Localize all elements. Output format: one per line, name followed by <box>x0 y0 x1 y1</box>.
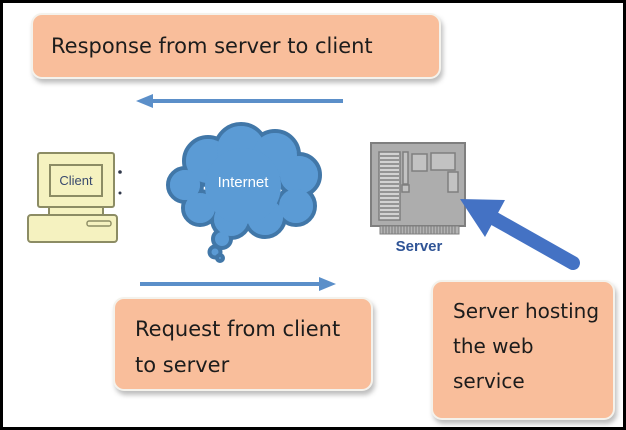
hosting-callout-line2: the web <box>453 334 534 358</box>
request-arrow-icon <box>140 277 336 291</box>
internet-cloud-icon: Internet <box>166 122 322 263</box>
pointer-arrow-icon <box>460 199 580 270</box>
server-pin-lines <box>382 226 456 234</box>
response-callout: Response from server to client <box>31 13 441 79</box>
diagram-scene: Client <box>27 94 580 291</box>
request-callout: Request from client to server <box>113 297 373 391</box>
response-callout-text: Response from server to client <box>51 34 373 58</box>
client-computer-icon: Client <box>27 152 122 243</box>
response-arrow-icon <box>136 94 343 108</box>
internet-label: Internet <box>218 174 270 191</box>
hosting-callout: Server hosting the web service <box>431 280 615 420</box>
server-label: Server <box>396 238 443 255</box>
hosting-callout-line1: Server hosting <box>453 299 600 323</box>
hosting-callout-line3: service <box>453 369 525 393</box>
request-callout-line2: to server <box>135 353 230 377</box>
client-label: Client <box>59 173 93 188</box>
server-grille-lines <box>380 155 399 217</box>
server-icon: Server <box>370 142 466 255</box>
request-callout-line1: Request from client <box>135 317 341 341</box>
